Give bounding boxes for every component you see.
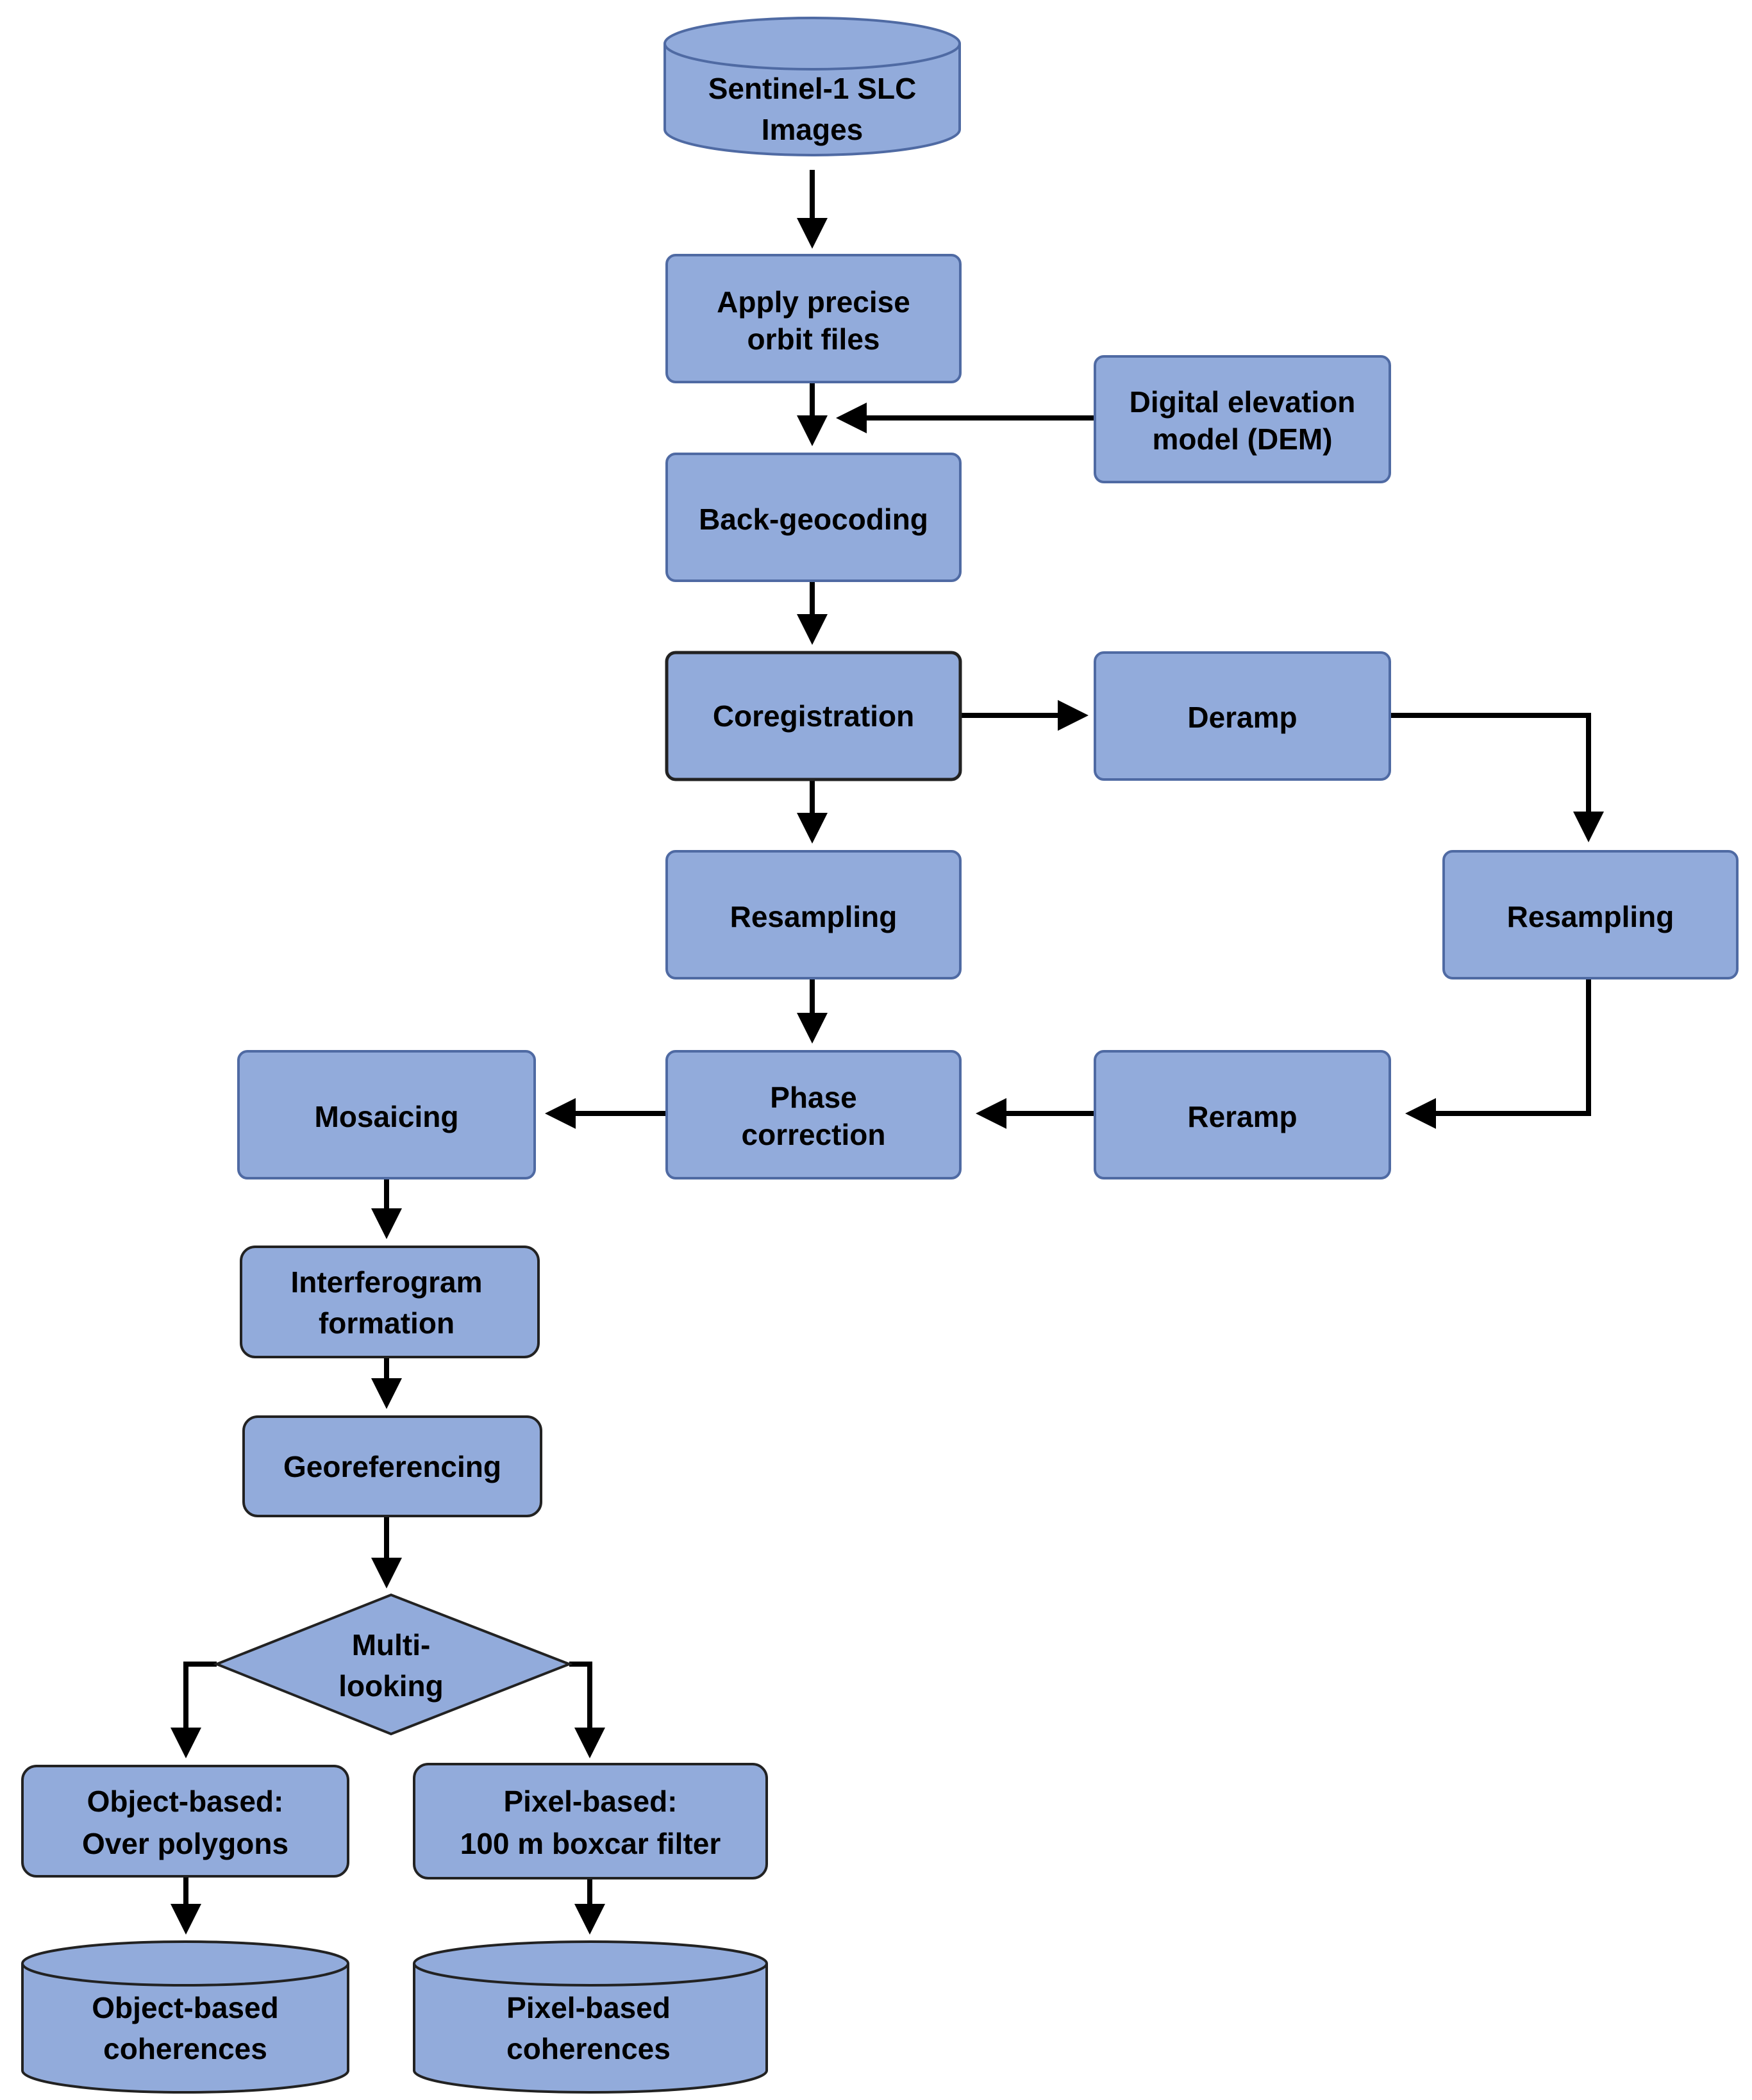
object-based-step: Object-based: Over polygons xyxy=(21,1765,349,1878)
sentinel-images-datastore: Sentinel-1 SLC Images xyxy=(663,17,961,156)
multi-looking-decision: Multi- looking xyxy=(213,1593,573,1736)
back-geocoding-step: Back-geocoding xyxy=(665,453,962,582)
reramp-step: Reramp xyxy=(1094,1050,1391,1179)
mosaicing-step: Mosaicing xyxy=(237,1050,536,1179)
arrow-multilook-to-pixel xyxy=(569,1662,605,1758)
object-based-coherences-datastore: Object-based coherences xyxy=(21,1940,349,2094)
resampling-left-label: Resampling xyxy=(730,900,897,933)
sentinel-images-label-line2: Images xyxy=(762,113,863,146)
sentinel-images-label-line1: Sentinel-1 SLC xyxy=(708,72,917,105)
phase-correction-step: Phase correction xyxy=(665,1050,962,1179)
mosaicing-label: Mosaicing xyxy=(315,1100,459,1133)
object-coherences-label-line1: Object-based xyxy=(92,1991,278,2024)
reramp-label: Reramp xyxy=(1187,1100,1297,1133)
interferogram-label-line1: Interferogram xyxy=(290,1265,482,1299)
apply-orbit-files-step: Apply precise orbit files xyxy=(665,254,962,383)
object-coherences-label-line2: coherences xyxy=(103,2032,267,2065)
arrow-deramp-to-resample-right xyxy=(1389,713,1604,842)
pixel-based-coherences-datastore: Pixel-based coherences xyxy=(413,1940,768,2094)
dem-input: Digital elevation model (DEM) xyxy=(1094,355,1391,483)
pixel-based-label-line1: Pixel-based: xyxy=(504,1785,678,1818)
resampling-right-step: Resampling xyxy=(1442,850,1739,979)
phase-correction-label-line2: correction xyxy=(742,1118,886,1151)
pixel-based-label-line2: 100 m boxcar filter xyxy=(460,1827,721,1860)
object-based-label-line2: Over polygons xyxy=(82,1827,288,1860)
arrow-resample-right-to-reramp xyxy=(1405,979,1591,1129)
multi-looking-label-line2: looking xyxy=(338,1669,444,1703)
interferogram-formation-step: Interferogram formation xyxy=(240,1246,540,1358)
apply-orbit-files-label-line2: orbit files xyxy=(747,322,880,356)
georeferencing-label: Georeferencing xyxy=(283,1450,501,1483)
interferogram-label-line2: formation xyxy=(319,1306,455,1340)
object-based-label-line1: Object-based: xyxy=(87,1785,284,1818)
deramp-step: Deramp xyxy=(1094,651,1391,781)
apply-orbit-files-label-line1: Apply precise xyxy=(717,285,910,319)
dem-label-line1: Digital elevation xyxy=(1130,385,1356,419)
pixel-based-step: Pixel-based: 100 m boxcar filter xyxy=(413,1763,768,1879)
arrow-multilook-to-object xyxy=(171,1662,217,1758)
dem-label-line2: model (DEM) xyxy=(1152,422,1332,456)
phase-correction-label-line1: Phase xyxy=(770,1081,857,1114)
deramp-label: Deramp xyxy=(1187,701,1297,734)
connectors xyxy=(171,170,1604,1935)
pixel-coherences-label-line1: Pixel-based xyxy=(506,1991,671,2024)
georeferencing-step: Georeferencing xyxy=(242,1415,542,1517)
multi-looking-label-line1: Multi- xyxy=(352,1628,431,1662)
pixel-coherences-label-line2: coherences xyxy=(506,2032,671,2065)
resampling-left-step: Resampling xyxy=(665,850,962,979)
nodes: Sentinel-1 SLC Images Apply precise orbi… xyxy=(21,17,1739,2094)
coregistration-step: Coregistration xyxy=(665,651,962,781)
back-geocoding-label: Back-geocoding xyxy=(699,503,928,536)
coregistration-label: Coregistration xyxy=(713,699,914,733)
resampling-right-label: Resampling xyxy=(1507,900,1674,933)
